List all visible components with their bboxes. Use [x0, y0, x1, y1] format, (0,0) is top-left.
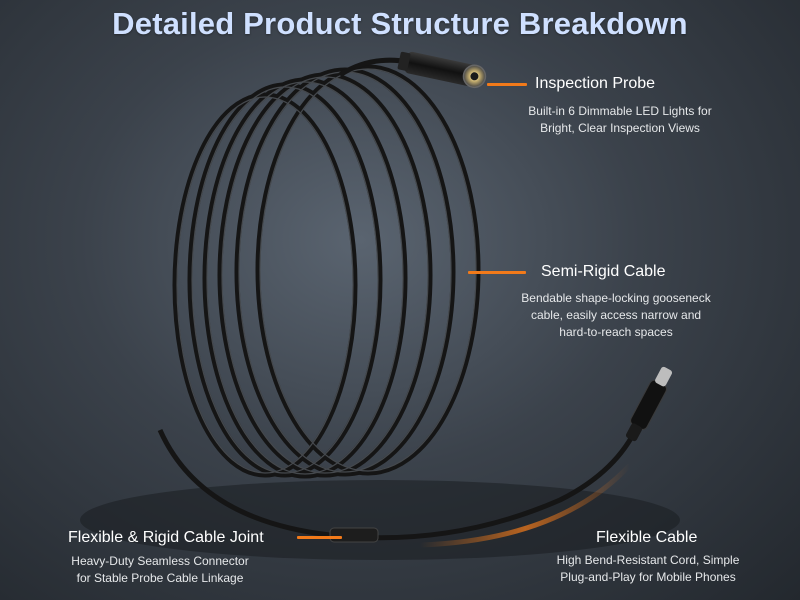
floor-shadow: [80, 480, 680, 560]
semi-rigid-desc-line: hard-to-reach spaces: [559, 325, 673, 339]
semi-rigid-desc-line: Bendable shape-locking gooseneck: [521, 291, 711, 305]
joint-leader-line: [297, 536, 342, 539]
cable-glow: [419, 463, 632, 548]
semi-rigid-callout-description: Bendable shape-locking gooseneck cable, …: [496, 290, 736, 341]
semi-rigid-callout-title: Semi-Rigid Cable: [541, 263, 666, 280]
semi-rigid-desc-line: cable, easily access narrow and: [530, 308, 702, 322]
flexible-cable: [157, 419, 643, 541]
joint-desc-line: for Stable Probe Cable Linkage: [76, 571, 244, 585]
flexible-callout-description: High Bend-Resistant Cord, Simple Plug-an…: [532, 552, 764, 586]
inspection-probe: [397, 51, 487, 89]
flexible-desc-line: Plug-and-Play for Mobile Phones: [560, 570, 736, 584]
joint-desc-line: Heavy-Duty Seamless Connector: [71, 554, 249, 568]
joint-callout-description: Heavy-Duty Seamless Connector for Stable…: [45, 553, 275, 587]
probe-desc-line: Bright, Clear Inspection Views: [540, 121, 700, 135]
cable-coil-highlight: [176, 68, 477, 475]
cable-coil: [172, 64, 481, 479]
probe-desc-line: Built-in 6 Dimmable LED Lights for: [528, 104, 712, 118]
probe-leader-line: [487, 83, 527, 86]
flexible-desc-line: High Bend-Resistant Cord, Simple: [556, 553, 740, 567]
probe-callout-description: Built-in 6 Dimmable LED Lights for Brigh…: [500, 103, 740, 137]
page-title: Detailed Product Structure Breakdown: [112, 6, 688, 41]
cable-joint: [329, 527, 379, 543]
usb-c-connector: [625, 366, 673, 442]
probe-callout-title: Inspection Probe: [535, 75, 656, 92]
flexible-callout-title: Flexible Cable: [596, 529, 698, 546]
joint-callout-title: Flexible & Rigid Cable Joint: [68, 529, 264, 546]
semi-rigid-leader-line: [468, 271, 526, 274]
